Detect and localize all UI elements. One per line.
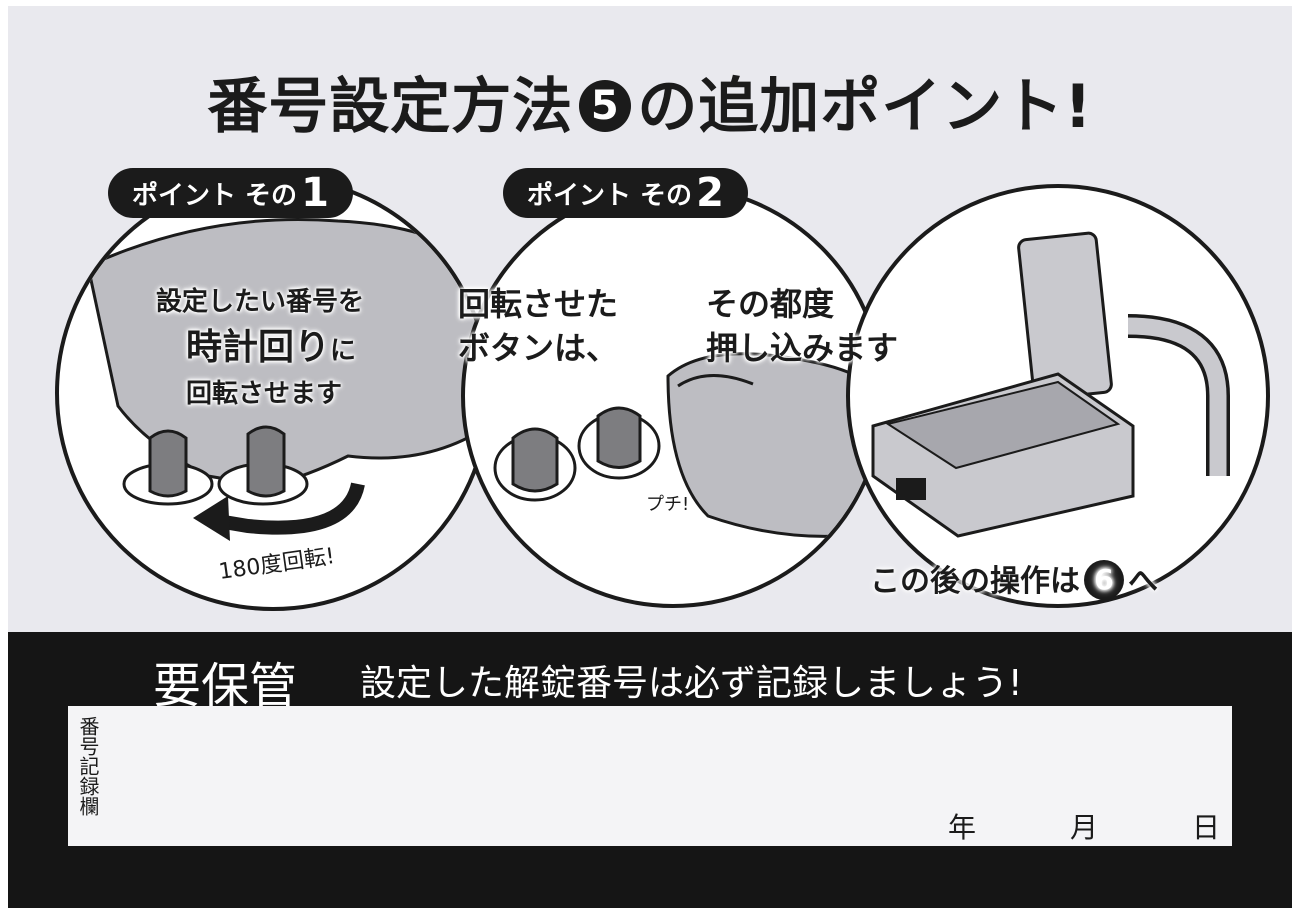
title-prefix: 番号設定方法 [207, 72, 574, 142]
record-box[interactable]: 番号記録欄 年 月 日 [68, 706, 1232, 846]
point2-illustration [461, 184, 885, 608]
point2-text-a-line2: ボタンは、 [458, 329, 619, 367]
point2-text-b: その都度 押し込みます [706, 282, 898, 370]
point2-text-b-line1: その都度 [706, 285, 835, 323]
point2-badge-number: 2 [696, 170, 724, 216]
point2-text-a: 回転させた ボタンは、 [458, 282, 618, 370]
day-label: 日 [1192, 811, 1221, 844]
point2-text-a-line1: 回転させた [458, 285, 619, 323]
point1-line1: 設定したい番号を [156, 287, 365, 317]
month-label: 月 [1070, 811, 1099, 844]
record-box-label: 番号記録欄 [76, 716, 100, 816]
next-step-prefix: この後の操作は [870, 564, 1080, 599]
title-suffix: の追加ポイント! [637, 72, 1093, 142]
keep-label: 要保管 [153, 658, 298, 714]
point1-badge-label: ポイント その [132, 181, 298, 211]
illustration-panel [55, 175, 1270, 611]
point1-illustration [55, 175, 491, 611]
year-label: 年 [948, 811, 977, 844]
padlock-illustration [846, 184, 1270, 608]
next-step-number: 6 [1084, 560, 1124, 600]
point1-emphasis: 時計回り [186, 327, 331, 368]
press-sound: プチ! [646, 494, 690, 515]
point1-line2: 時計回りに [186, 318, 356, 370]
point2-text-b-line2: 押し込みます [706, 329, 899, 367]
point1-line2-rest: に [330, 336, 357, 366]
step-number-badge: 5 [579, 80, 632, 132]
point2-badge-label: ポイント その [527, 181, 693, 211]
point1-badge-number: 1 [301, 170, 329, 216]
point1-line3: 回転させます [186, 379, 343, 409]
next-step-suffix: へ [1128, 564, 1158, 599]
record-message: 設定した解錠番号は必ず記録しましょう! [360, 663, 1023, 704]
